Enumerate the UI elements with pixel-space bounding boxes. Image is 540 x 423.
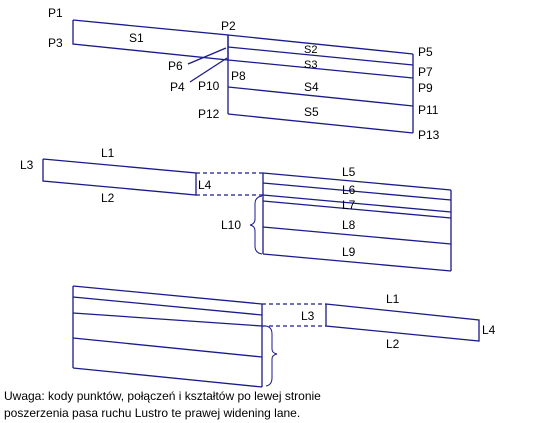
- label-p11: P11: [418, 103, 439, 117]
- label-p7: P7: [418, 65, 433, 79]
- label-bot-l3: L3: [301, 309, 315, 323]
- note: Uwaga: kody punktów, połączeń i kształtó…: [4, 388, 321, 422]
- leader-p6: [187, 47, 227, 65]
- label-mid-l8: L8: [342, 218, 356, 232]
- lane-l6-top: [262, 182, 452, 201]
- shape-l-left: [42, 158, 197, 196]
- lane-l5-top: [262, 172, 452, 191]
- bottom-brace: [265, 325, 278, 387]
- lane-l9-top: [262, 226, 452, 245]
- label-p10: P10: [198, 79, 220, 93]
- label-mid-l7: L7: [342, 198, 356, 212]
- label-mid-l3: L3: [20, 158, 34, 172]
- label-p12: P12: [198, 107, 220, 121]
- label-p2: P2: [221, 19, 236, 33]
- label-bot-l2: L2: [386, 337, 400, 351]
- label-mid-l4: L4: [198, 178, 212, 192]
- note-line-1: Uwaga: kody punktów, połączeń i kształtó…: [4, 389, 321, 403]
- bottom-right-shape: [325, 303, 480, 342]
- shape-s1: [72, 19, 229, 61]
- lane-line-s3-s4: [227, 59, 414, 79]
- label-bot-l1: L1: [386, 292, 400, 306]
- bottom-lane-2: [72, 296, 263, 316]
- label-s3: S3: [304, 59, 317, 71]
- lane-l9-bottom: [262, 253, 452, 272]
- lane-l8-top: [262, 200, 452, 219]
- note-line-2: poszerzenia pasa ruchu Lustro te prawej …: [4, 406, 301, 420]
- label-p8: P8: [231, 69, 246, 83]
- leader-p4: [189, 57, 228, 83]
- label-mid-l1: L1: [101, 146, 115, 160]
- label-p3: P3: [48, 36, 63, 50]
- label-p9: P9: [418, 81, 433, 95]
- lane-line-s2-s3: [227, 46, 414, 66]
- lane-line-s5-bottom: [227, 113, 414, 134]
- label-s1: S1: [129, 31, 144, 45]
- label-s4: S4: [304, 80, 319, 94]
- label-mid-l2: L2: [101, 191, 115, 205]
- label-p1: P1: [48, 6, 63, 20]
- label-mid-l6: L6: [342, 183, 356, 197]
- middle-diagram: [42, 158, 452, 272]
- label-s5: S5: [304, 105, 319, 119]
- edge-p2-p5: [227, 34, 414, 55]
- bottom-lane-1: [72, 285, 263, 305]
- brace-l10: [249, 195, 263, 255]
- lane-line-s4-s5: [227, 86, 414, 107]
- bottom-lane-5: [72, 367, 263, 388]
- bottom-lane-4: [72, 337, 263, 358]
- label-s2: S2: [304, 44, 317, 56]
- label-mid-l10: L10: [221, 218, 241, 232]
- label-mid-l5: L5: [342, 165, 356, 179]
- label-p4: P4: [170, 80, 185, 94]
- bottom-lane-3: [72, 312, 263, 327]
- label-p6: P6: [168, 59, 183, 73]
- label-p13: P13: [418, 128, 440, 142]
- top-diagram: [72, 19, 414, 134]
- label-bot-l4: L4: [482, 323, 496, 337]
- lane-l7-top: [262, 194, 452, 213]
- label-mid-l9: L9: [342, 245, 356, 259]
- bottom-diagram: [72, 285, 480, 388]
- label-p5: P5: [418, 45, 433, 59]
